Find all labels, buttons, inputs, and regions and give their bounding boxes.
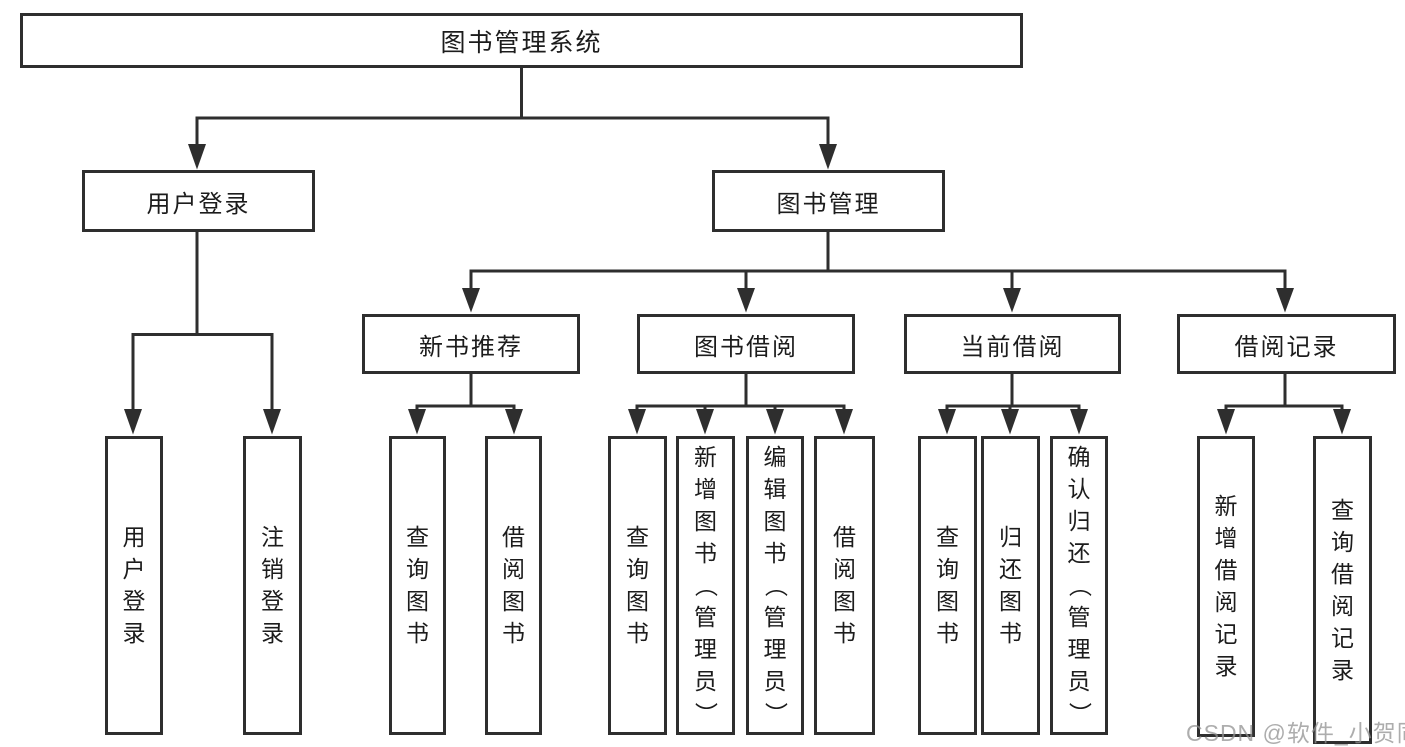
node-label: 注销登录 (261, 524, 284, 646)
node-book-management: 图书管理 (712, 170, 945, 232)
node-label: 编辑图书（管理员） (762, 444, 789, 726)
leaf-edit-book-admin: 编辑图书（管理员） (746, 436, 804, 735)
leaf-add-borrow-record: 新增借阅记录 (1197, 436, 1255, 737)
leaf-user-login: 用户登录 (105, 436, 163, 735)
node-user-login: 用户登录 (82, 170, 315, 232)
connector-bookborrow-to-leaves (628, 374, 853, 435)
node-book-borrow: 图书借阅 (637, 314, 855, 374)
node-label: 新书推荐 (419, 333, 523, 361)
node-label: 图书借阅 (694, 333, 798, 361)
node-label: 归还图书 (999, 524, 1022, 646)
node-label: 借阅图书 (833, 524, 856, 646)
node-label: 用户登录 (122, 524, 146, 646)
node-label: 查询借阅记录 (1331, 496, 1354, 683)
connector-root-to-level2 (188, 68, 837, 170)
node-new-book-recommend: 新书推荐 (362, 314, 580, 374)
connector-borrowrecord-to-leaves (1217, 374, 1351, 435)
node-label: 借阅图书 (502, 524, 525, 646)
leaf-borrow-book-recommend: 借阅图书 (485, 436, 542, 735)
connector-currentborrow-to-leaves (938, 374, 1088, 435)
node-label: 借阅记录 (1234, 333, 1339, 361)
csdn-watermark: CSDN @软件_小贺同学 (1186, 720, 1405, 746)
node-root-system: 图书管理系统 (20, 13, 1023, 68)
leaf-logout: 注销登录 (243, 436, 302, 735)
leaf-borrow-book: 借阅图书 (814, 436, 875, 735)
leaf-query-borrow-record: 查询借阅记录 (1313, 436, 1372, 744)
node-label: 图书管理 (776, 190, 881, 218)
connector-userlogin-to-leaves (124, 232, 281, 435)
node-label: 查询图书 (936, 524, 959, 646)
node-label: 新增图书（管理员） (693, 444, 719, 726)
connector-bookmgmt-to-level3 (462, 232, 1294, 313)
leaf-query-book-recommend: 查询图书 (389, 436, 446, 735)
connector-newbook-to-leaves (408, 374, 523, 435)
node-label: 查询图书 (626, 524, 649, 646)
node-current-borrow: 当前借阅 (904, 314, 1121, 374)
node-label: 当前借阅 (960, 333, 1065, 361)
leaf-query-current-borrow: 查询图书 (918, 436, 977, 735)
leaf-confirm-return-admin: 确认归还（管理员） (1050, 436, 1108, 735)
node-label: 新增借阅记录 (1214, 493, 1238, 679)
leaf-add-book-admin: 新增图书（管理员） (676, 436, 735, 735)
node-label: 图书管理系统 (440, 28, 603, 57)
leaf-query-book-borrow: 查询图书 (608, 436, 667, 735)
node-label: 查询图书 (406, 524, 429, 646)
node-label: 用户登录 (146, 190, 251, 218)
node-label: 确认归还（管理员） (1066, 444, 1093, 726)
leaf-return-book: 归还图书 (981, 436, 1040, 735)
node-borrow-record: 借阅记录 (1177, 314, 1396, 374)
